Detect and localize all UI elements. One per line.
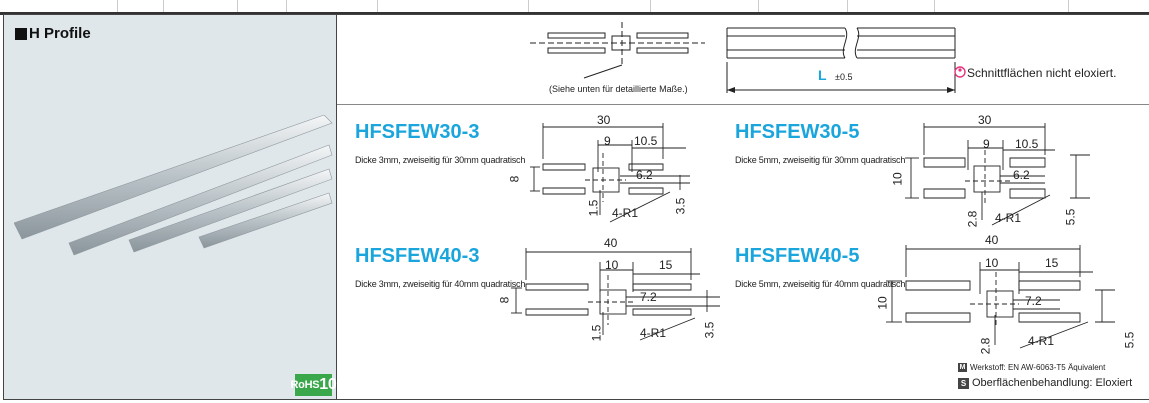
dim-slot: 6.2 xyxy=(636,168,653,182)
dim-slot: 7.2 xyxy=(640,290,657,304)
surface-badge-icon: S xyxy=(958,377,969,389)
dim-thickness: 5.5 xyxy=(1122,331,1137,349)
dim-height: 8 xyxy=(497,296,512,304)
surface-text: Oberflächenbehandlung: Eloxiert xyxy=(972,377,1133,389)
overview-caption: (Siehe unten für detaillierte Maße.) xyxy=(549,84,688,94)
drawing-panel xyxy=(337,14,1149,400)
profile-description: Dicke 5mm, zweiseitig für 30mm quadratis… xyxy=(735,155,906,165)
dim-flange: 15 xyxy=(659,258,673,272)
dim-thickness: 5.5 xyxy=(1063,208,1078,226)
surface-spec: S Oberflächenbehandlung: Eloxiert xyxy=(958,377,1132,389)
dim-width: 30 xyxy=(597,113,611,127)
product-title: H Profile xyxy=(15,25,91,42)
profile-description: Dicke 5mm, zweiseitig für 40mm quadratis… xyxy=(735,279,906,289)
dim-radius: 4-R1 xyxy=(640,326,667,340)
dim-width: 40 xyxy=(985,233,999,247)
dim-flange: 10.5 xyxy=(1015,137,1039,151)
dim-web: 1.5 xyxy=(586,199,601,217)
dim-thickness: 3.5 xyxy=(702,321,717,339)
length-tolerance: ±0.5 xyxy=(835,72,853,82)
length-label: L xyxy=(818,67,827,83)
dim-slot: 7.2 xyxy=(1025,294,1042,308)
dim-inner: 9 xyxy=(983,137,990,151)
section-divider xyxy=(337,104,1149,105)
product-photo xyxy=(14,115,333,256)
dim-web: 2.8 xyxy=(978,337,993,355)
profile-title: HFSFEW30-5 xyxy=(735,121,860,143)
dim-radius: 4-R1 xyxy=(612,206,639,220)
dim-web: 2.8 xyxy=(965,210,980,228)
dim-inner: 10 xyxy=(605,258,619,272)
dim-height: 8 xyxy=(507,175,522,183)
dim-web: 1.5 xyxy=(589,324,604,342)
profile-title: HFSFEW30-3 xyxy=(355,121,480,143)
dim-width: 30 xyxy=(978,113,992,127)
material-spec: M Werkstoff: EN AW-6063-T5 Äquivalent xyxy=(958,363,1105,372)
dim-width: 40 xyxy=(604,236,618,250)
square-bullet-icon xyxy=(15,27,27,40)
dim-flange: 15 xyxy=(1045,256,1059,270)
profile-title: HFSFEW40-3 xyxy=(355,245,480,267)
dim-height: 10 xyxy=(875,296,890,310)
material-text: Werkstoff: EN AW-6063-T5 Äquivalent xyxy=(970,363,1106,372)
profile-description: Dicke 3mm, zweiseitig für 40mm quadratis… xyxy=(355,279,526,289)
dim-inner: 9 xyxy=(604,134,611,148)
profile-description: Dicke 3mm, zweiseitig für 30mm quadratis… xyxy=(355,155,526,165)
material-badge-icon: M xyxy=(958,363,967,372)
dim-thickness: 3.5 xyxy=(673,197,688,215)
product-title-text: H Profile xyxy=(29,25,91,42)
profile-title: HFSFEW40-5 xyxy=(735,245,860,267)
dim-flange: 10.5 xyxy=(634,134,658,148)
top-border xyxy=(0,0,1149,15)
cut-surface-note: Schnittflächen nicht eloxiert. xyxy=(967,66,1117,80)
dim-radius: 4-R1 xyxy=(1028,334,1055,348)
rohs-label: RoHS xyxy=(290,379,320,391)
dim-inner: 10 xyxy=(985,256,999,270)
rohs-number: 10 xyxy=(319,376,337,393)
dim-radius: 4-R1 xyxy=(995,211,1022,225)
dim-slot: 6.2 xyxy=(1013,168,1030,182)
dim-height: 10 xyxy=(890,172,905,186)
